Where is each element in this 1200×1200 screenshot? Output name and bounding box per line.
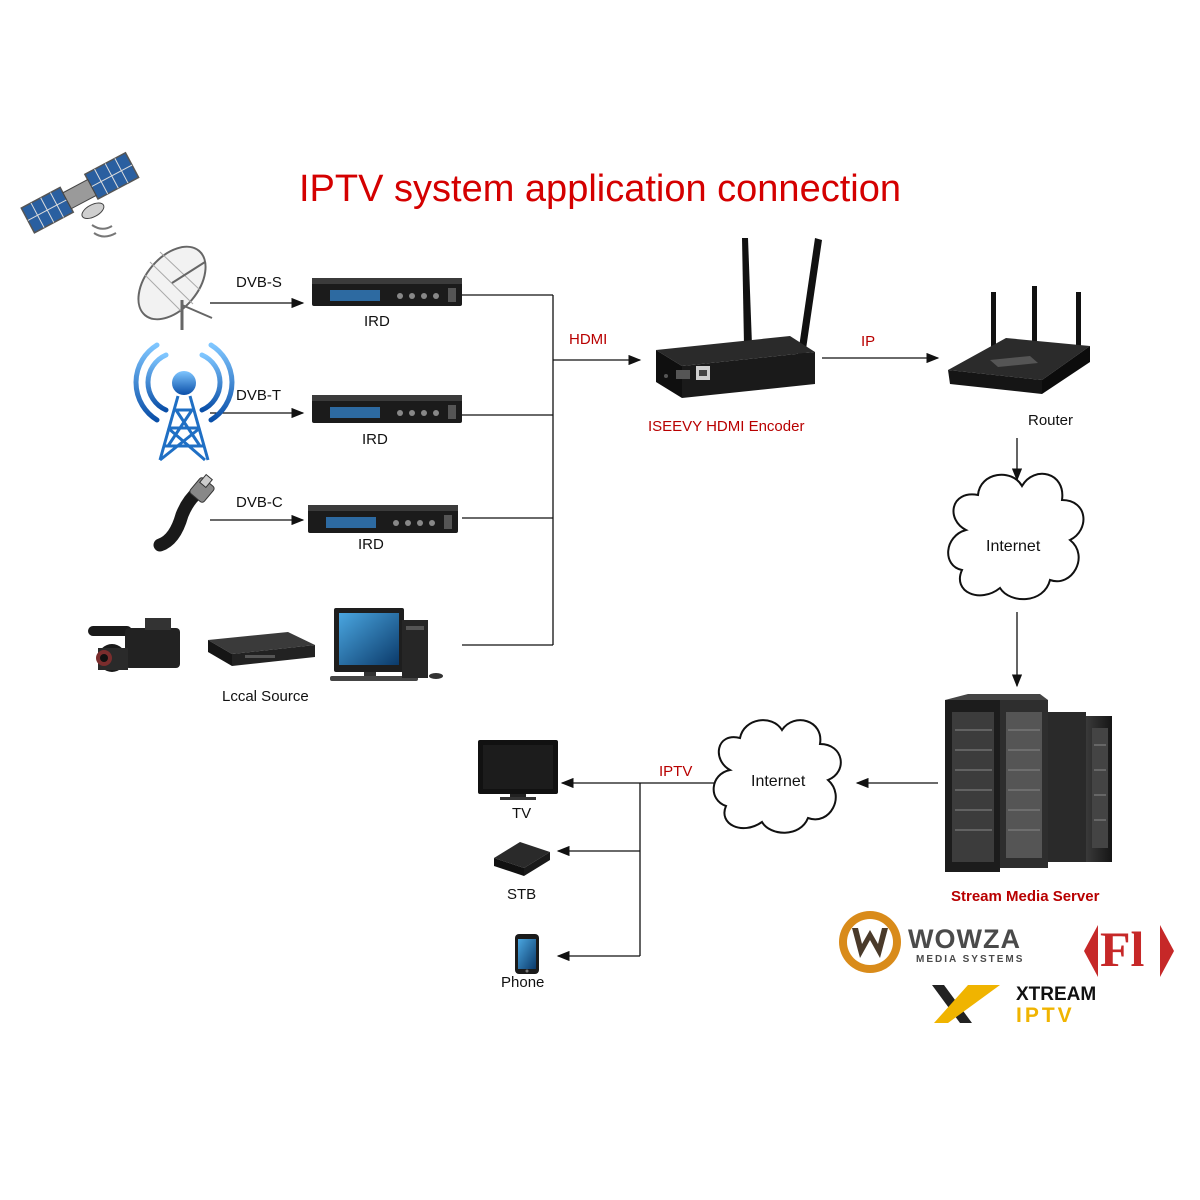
dvbt-label: DVB-T bbox=[236, 387, 281, 404]
router-icon bbox=[948, 286, 1090, 394]
iptv-label: IPTV bbox=[659, 763, 693, 780]
diagram-title: IPTV system application connection bbox=[299, 168, 901, 210]
tv-label: TV bbox=[512, 805, 532, 822]
ird-label-3: IRD bbox=[358, 536, 384, 553]
xtream-bottom: IPTV bbox=[1016, 1004, 1075, 1027]
ird-label-2: IRD bbox=[362, 431, 388, 448]
ip-label: IP bbox=[861, 333, 876, 350]
wowza-name: WOWZA bbox=[908, 924, 1021, 954]
flussonic-mark: Fl bbox=[1100, 921, 1145, 977]
internet-cloud-2 bbox=[712, 719, 842, 834]
dvbc-label: DVB-C bbox=[236, 494, 283, 511]
xtream-logo bbox=[932, 985, 1000, 1023]
wowza-logo bbox=[839, 911, 901, 973]
phone-icon bbox=[515, 934, 539, 974]
dvd-player-icon bbox=[208, 632, 315, 666]
tv-icon bbox=[478, 740, 558, 800]
xtream-top: XTREAM bbox=[1016, 984, 1097, 1005]
router-label: Router bbox=[1028, 412, 1074, 429]
satellite-icon bbox=[20, 151, 140, 234]
connection-lines bbox=[210, 294, 1023, 962]
wowza-sub: MEDIA SYSTEMS bbox=[916, 954, 1025, 965]
coax-cable-icon bbox=[153, 473, 215, 552]
stb-icon bbox=[494, 842, 550, 876]
hdmi-encoder-icon bbox=[656, 238, 822, 398]
local-source-label: Lccal Source bbox=[222, 688, 309, 705]
tower-structure bbox=[158, 371, 210, 462]
server-racks-icon bbox=[945, 694, 1112, 872]
encoder-label: ISEEVY HDMI Encoder bbox=[648, 418, 805, 435]
dish-antenna-icon bbox=[137, 245, 213, 330]
hdmi-label: HDMI bbox=[569, 331, 608, 348]
server-label: Stream Media Server bbox=[951, 888, 1100, 905]
flussonic-logo bbox=[1084, 925, 1174, 977]
satellite-signal-icon bbox=[91, 224, 117, 238]
dvbs-label: DVB-S bbox=[236, 274, 282, 291]
phone-label: Phone bbox=[501, 974, 545, 991]
internet-label-2: Internet bbox=[751, 773, 806, 790]
internet-label-1: Internet bbox=[986, 538, 1041, 555]
ird-device-3 bbox=[308, 505, 458, 533]
ird-device-1 bbox=[312, 278, 462, 306]
radio-tower-icon bbox=[133, 342, 235, 423]
ird-label-1: IRD bbox=[364, 313, 390, 330]
ird-device-2 bbox=[312, 395, 462, 423]
stb-label: STB bbox=[507, 886, 537, 903]
video-camera-icon bbox=[88, 618, 180, 672]
internet-cloud-1 bbox=[947, 472, 1085, 601]
desktop-computer-icon bbox=[330, 608, 443, 681]
